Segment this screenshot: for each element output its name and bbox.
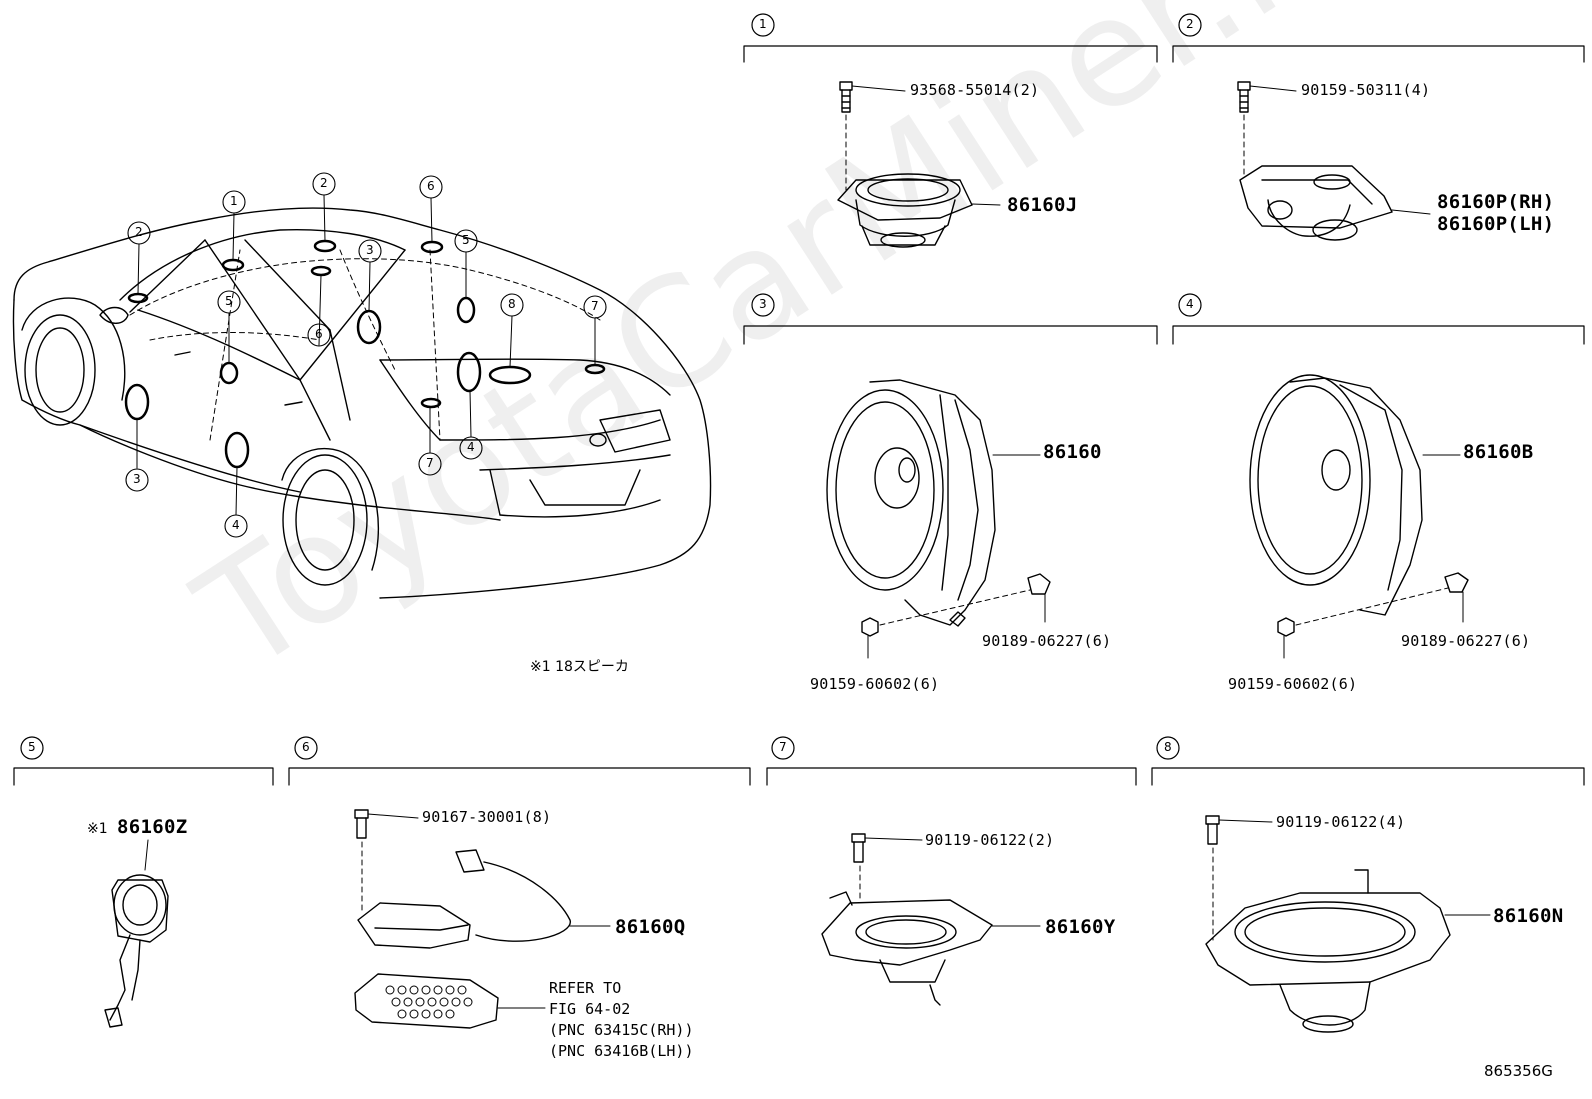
car-callout: 3 <box>366 243 374 257</box>
refer-note: REFER TO FIG 64-02 (PNC 63415C(RH)) (PNC… <box>549 979 694 1060</box>
main-part-label: 86160Q <box>615 916 686 938</box>
section5-drawing <box>104 839 169 1028</box>
note-mark: ※1 <box>87 821 108 837</box>
part-number-label: 90167-30001(8) <box>422 808 552 826</box>
section8-drawing <box>1205 815 1491 1033</box>
car-illustration <box>12 207 712 599</box>
part-number-label: 90159-60602(6) <box>810 675 940 693</box>
car-callout: 7 <box>426 456 434 470</box>
main-part-label: 86160J <box>1007 194 1078 216</box>
part-number-label: 90189-06227(6) <box>1401 632 1531 650</box>
car-callout: 5 <box>225 294 233 308</box>
section-number-3: 3 <box>759 297 767 311</box>
part-number-label: 93568-55014(2) <box>910 81 1040 99</box>
main-part-label: 86160Z <box>117 816 188 838</box>
section-number-circles <box>20 13 1202 760</box>
car-callout: 4 <box>232 518 240 532</box>
part-number-label: 90189-06227(6) <box>982 632 1112 650</box>
main-part-label: 86160P(RH) <box>1437 191 1555 213</box>
section-number-2: 2 <box>1186 17 1194 31</box>
section-number-1: 1 <box>759 17 767 31</box>
car-callout: 2 <box>320 176 328 190</box>
figure-code: 865356G <box>1484 1062 1553 1080</box>
car-callout: 6 <box>315 327 323 341</box>
speaker-note: ※1 18スピーカ <box>530 659 629 675</box>
car-callout: 4 <box>467 440 475 454</box>
car-callout: 7 <box>591 299 599 313</box>
main-part-label: 86160P(LH) <box>1437 213 1555 235</box>
section1-drawing <box>837 81 1001 248</box>
car-callout: 1 <box>230 194 238 208</box>
section7-drawing <box>821 833 1041 1006</box>
main-part-label: 86160B <box>1463 441 1534 463</box>
section-brackets <box>13 45 1585 786</box>
section-number-8: 8 <box>1164 740 1172 754</box>
part-number-label: 90159-50311(4) <box>1301 81 1431 99</box>
section-number-4: 4 <box>1186 297 1194 311</box>
car-speaker-rings <box>124 239 606 469</box>
car-callout: 2 <box>135 225 143 239</box>
car-leader-lines <box>136 194 596 516</box>
section4-drawing <box>1249 374 1469 659</box>
section6-drawing <box>354 809 611 1029</box>
main-part-label: 86160N <box>1493 905 1564 927</box>
car-callout: 6 <box>427 179 435 193</box>
car-callout: 8 <box>508 297 516 311</box>
section-number-6: 6 <box>302 740 310 754</box>
main-part-label: 86160 <box>1043 441 1102 463</box>
part-number-label: 90119-06122(2) <box>925 831 1055 849</box>
car-callout: 3 <box>133 472 141 486</box>
section-number-5: 5 <box>28 740 36 754</box>
section3-drawing <box>826 379 1051 659</box>
section-number-7: 7 <box>779 740 787 754</box>
car-callout: 5 <box>462 233 470 247</box>
car-callout-circles <box>125 172 607 538</box>
main-part-label: 86160Y <box>1045 916 1116 938</box>
section2-drawing <box>1237 81 1431 241</box>
part-number-label: 90159-60602(6) <box>1228 675 1358 693</box>
part-number-label: 90119-06122(4) <box>1276 813 1406 831</box>
